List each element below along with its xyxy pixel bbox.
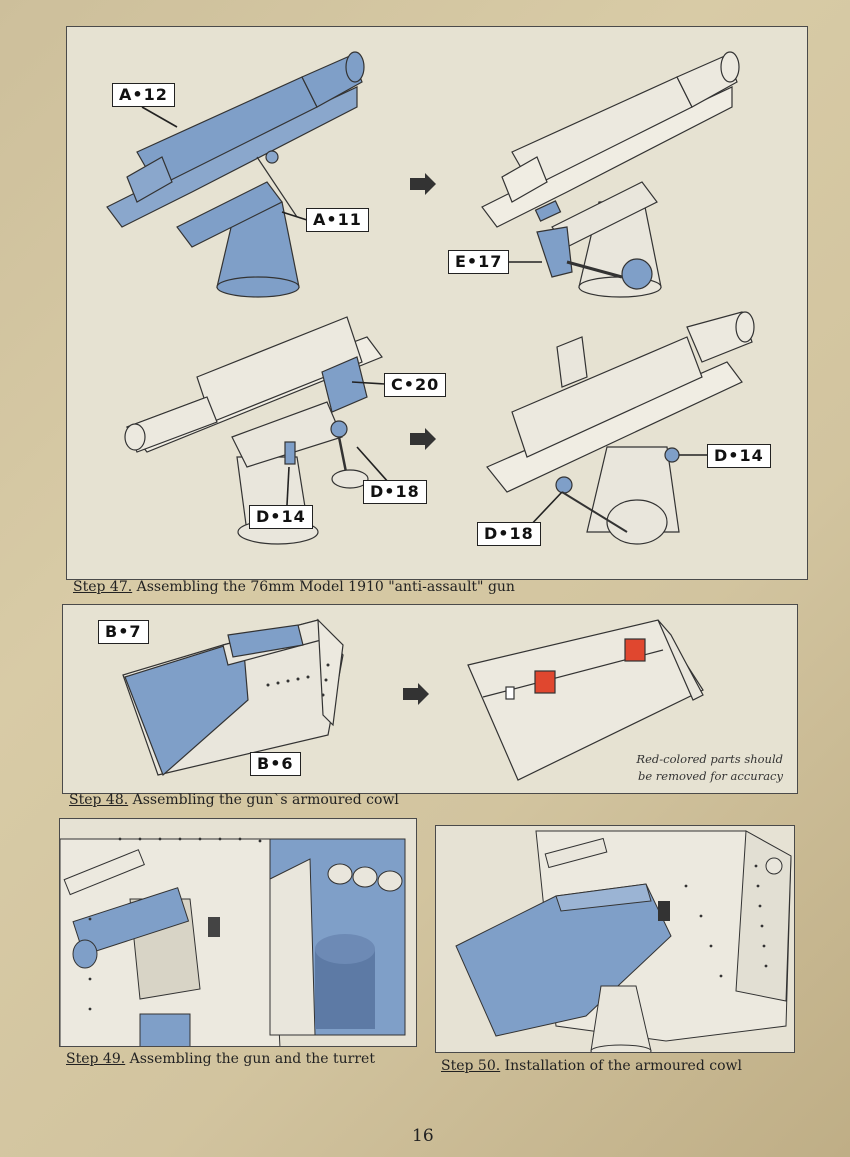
step-48-illustration [122, 618, 704, 781]
step-47-illustration [106, 51, 755, 545]
gun-view-2 [481, 51, 740, 298]
removal-note-line-1: Red-colored parts should [636, 752, 783, 766]
arrow-2 [410, 428, 436, 450]
part-label-c20: C•20 [384, 373, 447, 397]
step-50-illustration [436, 826, 794, 1052]
page-number: 16 [412, 1126, 434, 1146]
part-label-d18-left: D•18 [363, 480, 427, 504]
step-50-panel [435, 825, 795, 1053]
part-label-a12: A•12 [112, 83, 175, 107]
arrow-3 [403, 683, 429, 705]
part-label-d18-right: D•18 [477, 522, 541, 546]
step-49-panel [59, 818, 417, 1047]
step-47-caption: Step 47. Assembling the 76mm Model 1910 … [73, 579, 515, 595]
step-47-number: Step 47. [73, 579, 133, 595]
step-48-caption: Step 48. Assembling the gun`s armoured c… [69, 792, 399, 808]
step-50-caption: Step 50. Installation of the armoured co… [441, 1058, 742, 1074]
part-label-b7: B•7 [98, 620, 149, 644]
step-49-caption: Step 49. Assembling the gun and the turr… [66, 1051, 375, 1067]
part-label-e17: E•17 [448, 250, 510, 274]
part-label-a11: A•11 [306, 208, 369, 232]
step-48-text: Assembling the gun`s armoured cowl [128, 792, 399, 808]
removal-note: Red-colored parts should be removed for … [623, 751, 783, 785]
step-49-text: Assembling the gun and the turret [125, 1051, 375, 1067]
arrow-1 [410, 173, 436, 195]
gun-view-1 [106, 51, 365, 298]
part-label-b6: B•6 [250, 752, 301, 776]
step-47-panel: A•12 A•11 E•17 C•20 D•18 D•14 D•14 D•18 [66, 26, 808, 580]
part-label-d14-right: D•14 [707, 444, 771, 468]
step-48-number: Step 48. [69, 792, 129, 808]
step-49-number: Step 49. [66, 1051, 126, 1067]
step-48-panel: B•7 B•6 Red-colored parts should be remo… [62, 604, 798, 794]
removal-note-line-2: be removed for accuracy [637, 769, 783, 783]
step-47-text: Assembling the 76mm Model 1910 "anti-ass… [132, 579, 515, 595]
step-50-text: Installation of the armoured cowl [500, 1058, 742, 1074]
step-49-illustration [60, 819, 416, 1046]
part-label-d14-left: D•14 [249, 505, 313, 529]
gun-view-4 [486, 311, 755, 545]
step-50-number: Step 50. [441, 1058, 501, 1074]
